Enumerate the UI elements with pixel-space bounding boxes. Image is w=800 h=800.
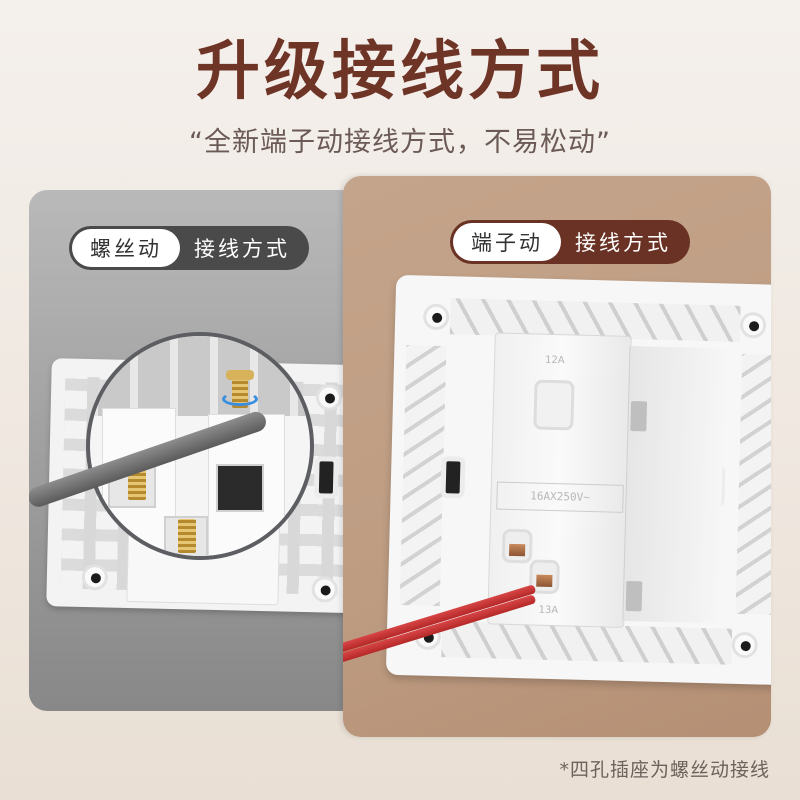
mount-hole-icon <box>739 311 767 339</box>
badge-primary-label: 螺丝动 <box>72 229 180 267</box>
mount-hole-icon <box>422 303 450 331</box>
socket-module: 12A 16AX250V~ 13A <box>487 332 632 628</box>
badge-primary-label: 端子动 <box>453 223 561 261</box>
clip-icon <box>625 580 643 612</box>
mount-slot-icon <box>313 456 339 499</box>
screw-terminal-badge: 螺丝动 接线方式 <box>69 226 309 270</box>
bottom-mark: 13A <box>538 604 559 617</box>
mount-hole-icon <box>311 576 338 603</box>
bottom-ribs <box>441 621 733 665</box>
top-mark: 12A <box>544 354 565 367</box>
switch-window <box>533 379 575 431</box>
magnifier-ribs <box>90 336 310 416</box>
push-terminal-icon <box>501 528 533 564</box>
badge-secondary-label: 接线方式 <box>194 237 290 261</box>
badge-secondary-label: 接线方式 <box>575 231 671 255</box>
push-terminal-badge: 端子动 接线方式 <box>450 220 690 264</box>
right-ribs <box>735 353 771 615</box>
terminal-cavity <box>216 464 264 512</box>
magnifier-circle <box>86 332 314 560</box>
left-ribs <box>399 345 447 607</box>
screw-head-icon <box>226 370 254 380</box>
mount-hole-icon <box>731 631 759 659</box>
screw-terminal-panel: 螺丝动 接线方式 <box>29 190 359 711</box>
rating-label: 16AX250V~ <box>496 481 624 513</box>
footnote: *四孔插座为螺丝动接线 <box>559 759 770 781</box>
brass-screw-icon <box>178 519 196 553</box>
mount-slot-icon <box>440 456 466 499</box>
page-subtitle: “全新端子动接线方式，不易松动” <box>189 127 611 158</box>
page-title: 升级接线方式 <box>196 35 604 109</box>
rotate-arrow-icon <box>222 392 258 406</box>
push-terminal-panel: 端子动 接线方式 12A 16AX250V~ 13A <box>343 176 771 737</box>
clip-icon <box>630 401 648 432</box>
